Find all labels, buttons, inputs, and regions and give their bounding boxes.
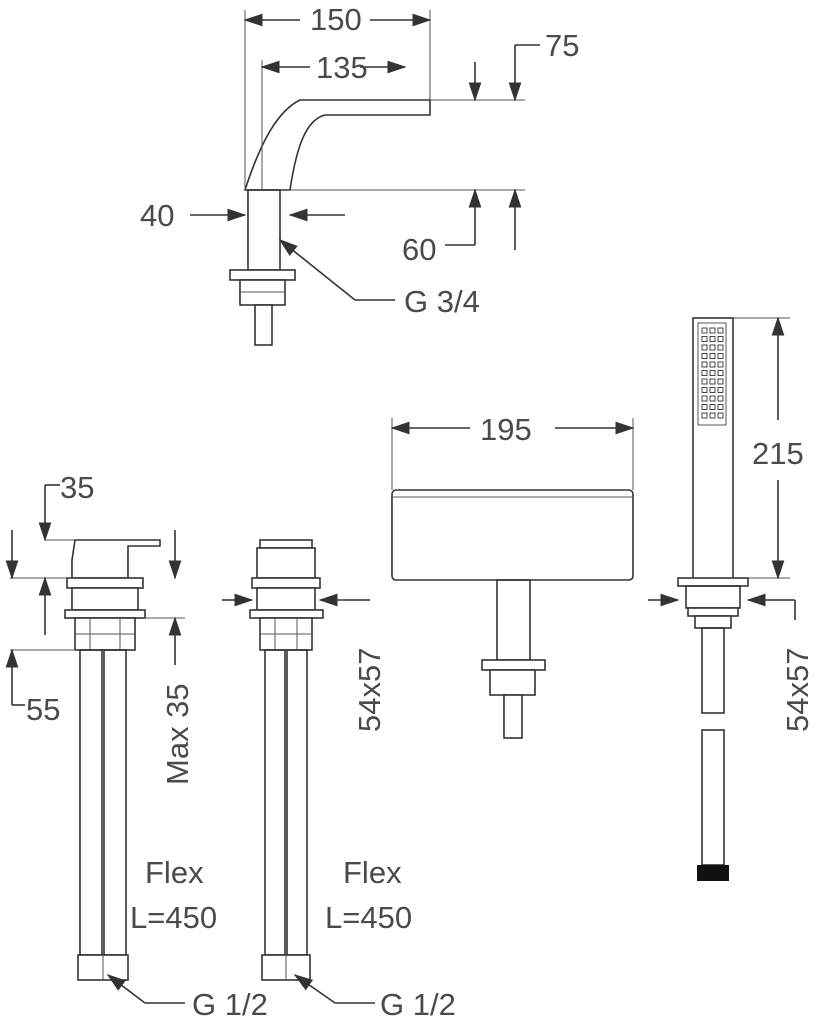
- nozzle: [717, 336, 724, 342]
- nozzle: [717, 344, 724, 351]
- nozzle: [701, 327, 708, 334]
- nozzle: [709, 387, 716, 393]
- nozzle: [701, 412, 708, 419]
- dim-195: 195: [480, 412, 532, 447]
- nozzle: [709, 353, 716, 359]
- nozzle: [717, 353, 724, 359]
- nozzle: [709, 344, 716, 351]
- dim-60: 60: [402, 232, 436, 267]
- dim-215: 215: [752, 436, 804, 471]
- dim-35: 35: [60, 470, 94, 505]
- nozzle: [701, 378, 708, 385]
- dim-54x57-handshower: 54x57: [780, 648, 815, 732]
- thread-g34: G 3/4: [404, 284, 480, 319]
- thread-g12-right: G 1/2: [380, 987, 456, 1022]
- nozzle: [717, 404, 724, 410]
- nozzle: [701, 353, 708, 359]
- dim-max-35: Max 35: [160, 683, 195, 785]
- nozzle: [717, 327, 724, 334]
- nozzle: [701, 395, 708, 402]
- dim-75: 75: [545, 28, 579, 63]
- nozzle: [717, 387, 724, 393]
- nozzle: [701, 404, 708, 410]
- handshower: 215 54x57: [648, 316, 815, 881]
- dim-54x57-valve: 54x57: [352, 648, 387, 732]
- dim-135: 135: [316, 50, 368, 85]
- hose-length-left: L=450: [130, 900, 217, 935]
- spout: 150 135 75 40 60 G 3/4: [140, 2, 579, 346]
- nozzle: [701, 370, 708, 376]
- nozzle: [717, 395, 724, 402]
- nozzle: [717, 378, 724, 385]
- hose-end: [697, 865, 729, 881]
- thread-g12-left: G 1/2: [192, 987, 268, 1022]
- dim-150: 150: [310, 2, 362, 37]
- nozzle: [717, 370, 724, 376]
- nozzle: [709, 327, 716, 334]
- hose-label-left: Flex: [145, 855, 204, 890]
- nozzle: [717, 412, 724, 419]
- dim-55: 55: [26, 692, 60, 727]
- nozzle: [709, 336, 716, 342]
- hose-length-right: L=450: [325, 900, 412, 935]
- nozzle: [701, 336, 708, 342]
- diverter: 195: [390, 412, 635, 739]
- nozzle: [717, 361, 724, 368]
- valve-left: 35 55 Max 35 Flex L=450 G 1/2: [5, 470, 268, 1022]
- nozzle: [709, 361, 716, 368]
- hose-label-right: Flex: [343, 855, 402, 890]
- nozzle: [709, 404, 716, 410]
- nozzle: [709, 412, 716, 419]
- nozzle: [709, 395, 716, 402]
- nozzle: [709, 378, 716, 385]
- nozzle: [701, 361, 708, 368]
- nozzle: [701, 387, 708, 393]
- nozzle: [701, 344, 708, 351]
- valve-right: 54x57 Flex L=450 G 1/2: [222, 539, 456, 1022]
- nozzle: [709, 370, 716, 376]
- dim-40: 40: [140, 198, 174, 233]
